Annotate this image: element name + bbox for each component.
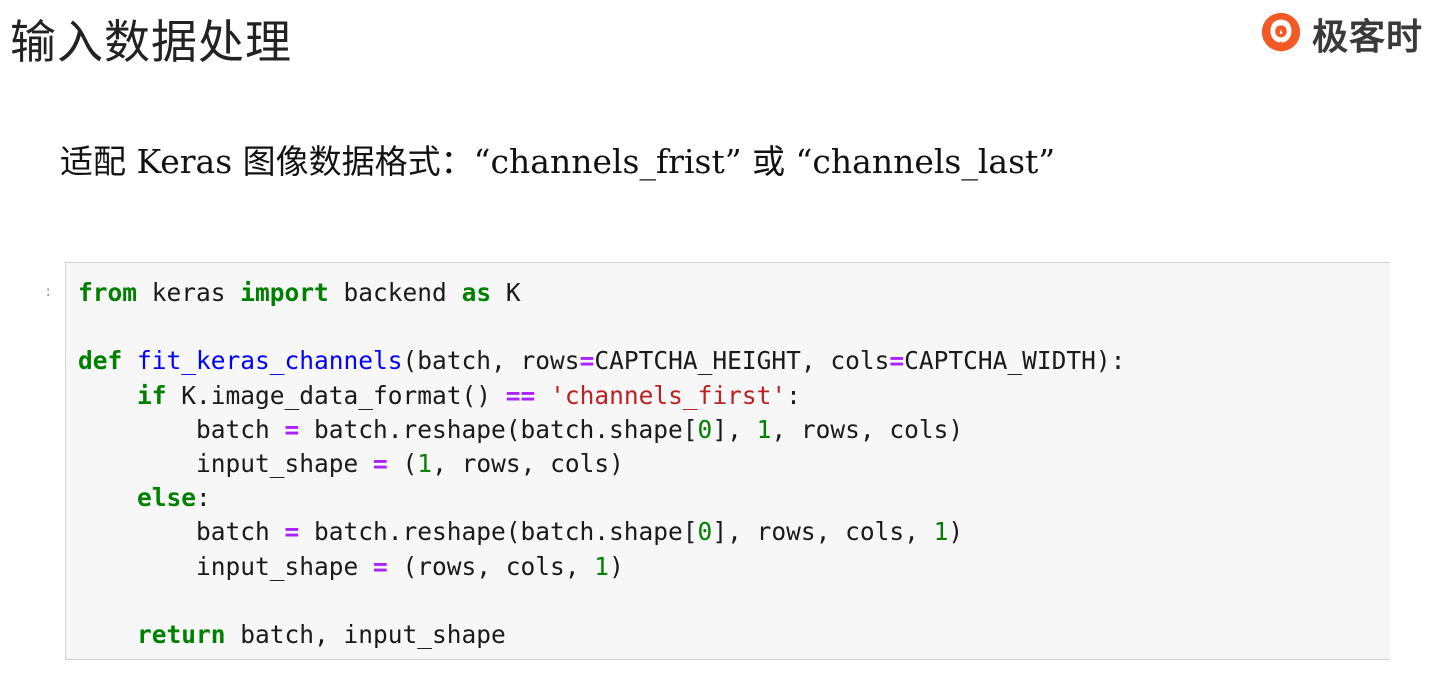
code-token: else	[137, 483, 197, 513]
code-token	[535, 381, 550, 410]
code-line: input_shape = (1, rows, cols)	[78, 447, 1125, 481]
code-token: batch	[78, 414, 285, 444]
code-token: CAPTCHA_HEIGHT, cols	[594, 346, 890, 376]
code-token: batch.reshape(batch.shape[	[299, 517, 698, 547]
code-token: batch	[78, 517, 285, 547]
code-line: return batch, input_shape	[78, 618, 1125, 652]
code-token: 1	[594, 551, 610, 581]
geektime-logo-icon	[1261, 12, 1301, 52]
code-token: K.image_data_format()	[166, 380, 506, 410]
code-token: 0	[697, 414, 713, 444]
code-line: else:	[78, 481, 1125, 515]
code-line: from keras import backend as K	[78, 276, 1125, 310]
code-token: input_shape	[78, 448, 374, 478]
code-token: , rows, cols)	[432, 448, 624, 478]
code-token: 1	[933, 517, 949, 547]
code-token: =	[284, 517, 300, 547]
code-line	[78, 584, 1125, 618]
code-token	[78, 620, 137, 649]
slide-title: 输入数据处理	[10, 15, 292, 69]
code-token: =	[889, 346, 905, 376]
code-token: (batch, rows	[402, 346, 580, 376]
code-token: =	[373, 448, 388, 478]
code-token: from	[78, 278, 138, 307]
code-token: import	[240, 278, 329, 307]
brand: 极客时	[1258, 6, 1435, 62]
code-token: K	[491, 278, 521, 307]
code-token: fit_keras_channels	[137, 346, 403, 376]
code-token: :	[786, 380, 801, 410]
code-line: if K.image_data_format() == 'channels_fi…	[78, 379, 1125, 413]
code-token: 0	[697, 517, 713, 547]
code-token: batch, input_shape	[225, 619, 506, 649]
code-token: )	[948, 517, 964, 547]
code-token	[78, 381, 137, 410]
code-token: ==	[505, 380, 536, 410]
code-token: (rows, cols,	[387, 551, 595, 581]
code-token: ],	[712, 414, 757, 444]
code-token: CAPTCHA_WIDTH):	[904, 346, 1126, 376]
code-token: input_shape	[78, 551, 374, 581]
code-token: 'channels_first'	[550, 380, 787, 410]
code-token: backend	[328, 278, 462, 307]
code-token: =	[373, 551, 388, 581]
cell-gutter-mark: :	[44, 284, 53, 300]
code-token: as	[461, 278, 492, 307]
code-token: if	[137, 380, 167, 410]
code-token: 1	[756, 414, 772, 444]
code-line	[78, 310, 1125, 344]
code-token: def	[78, 346, 123, 376]
code-token: )	[609, 551, 624, 581]
code-cell	[65, 262, 1390, 660]
code-token: return	[137, 619, 226, 649]
code-token: =	[579, 346, 595, 376]
code-token: :	[196, 483, 211, 513]
code-token: =	[284, 414, 300, 444]
code-line: def fit_keras_channels(batch, rows=CAPTC…	[78, 344, 1125, 378]
code-token: (	[387, 448, 418, 478]
code-token	[122, 346, 137, 375]
code-token: ], rows, cols,	[712, 517, 934, 547]
slide-subtitle: 适配 Keras 图像数据格式：“channels_frist” 或 “chan…	[60, 142, 1056, 181]
code-token: keras	[137, 278, 241, 307]
code-line: input_shape = (rows, cols, 1)	[78, 550, 1125, 584]
code-line: batch = batch.reshape(batch.shape[0], 1,…	[78, 413, 1125, 447]
code-line: batch = batch.reshape(batch.shape[0], ro…	[78, 515, 1125, 549]
brand-name: 极客时	[1312, 17, 1424, 58]
code-token	[78, 483, 137, 512]
code-token: 1	[417, 448, 433, 478]
code-token: batch.reshape(batch.shape[	[299, 414, 698, 444]
code-token: , rows, cols)	[771, 414, 964, 444]
